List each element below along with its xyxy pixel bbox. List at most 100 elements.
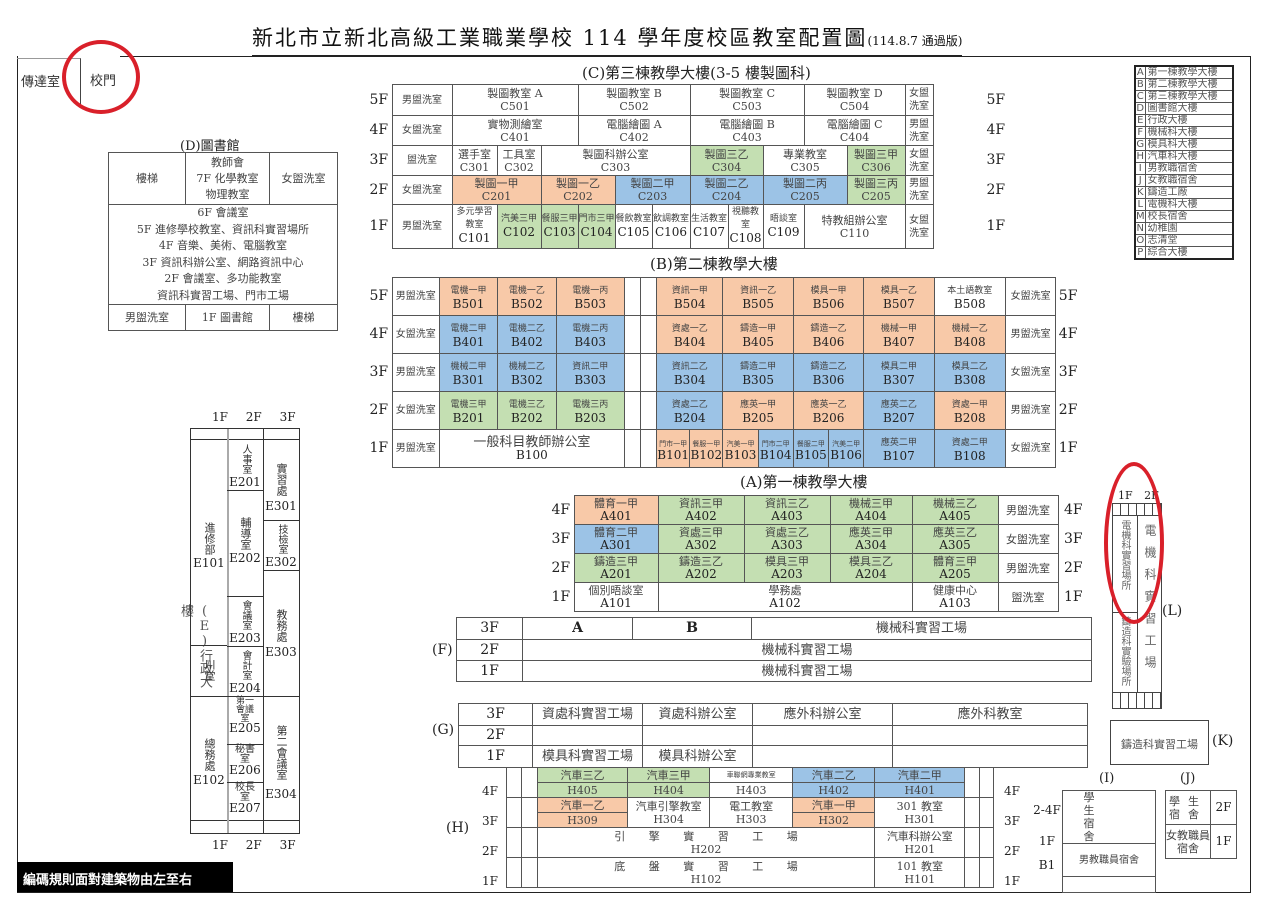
cell [505, 827, 523, 858]
cell: 車聯網專業教室 [709, 767, 794, 783]
legend-value: 汽車科大樓 [1144, 150, 1234, 163]
legend-key: H [1134, 150, 1146, 163]
cell: 應外科辦公室 [752, 703, 893, 726]
cell: 男盥洗室 [391, 353, 440, 392]
building-j-label: (J) [1180, 771, 1196, 786]
legend-value: 第二棟教學大樓 [1144, 78, 1234, 91]
cell: 男盥洗室 [904, 115, 934, 146]
cell [892, 745, 1088, 768]
cell [639, 315, 658, 354]
legend-key: I [1134, 162, 1146, 175]
cell: 女盥洗室 [391, 391, 440, 430]
cell: 5F [986, 91, 1006, 108]
cell [623, 277, 641, 316]
legend-value: 機械科大樓 [1144, 126, 1234, 139]
legend-key: E [1134, 114, 1146, 127]
cell [639, 277, 658, 316]
cell: 3F [369, 364, 389, 380]
cell [1062, 876, 1156, 893]
legend-value: 鑄造工廠 [1144, 186, 1234, 199]
cell: 男教職員宿舍 [1062, 843, 1156, 877]
cell [505, 857, 523, 888]
cell: 2F [369, 181, 389, 198]
building-f-label: (F) [432, 642, 453, 658]
legend-key: P [1134, 246, 1146, 260]
legend-key: N [1134, 222, 1146, 235]
cell [642, 725, 753, 746]
legend-key: L [1134, 198, 1146, 211]
cell: 男盥洗室 [997, 495, 1059, 525]
cell: 女盥洗室 [904, 204, 934, 249]
cell: 2F [551, 559, 571, 576]
cell: 4F [369, 122, 389, 138]
cell: 資處科辦公室 [642, 703, 753, 726]
legend-value: 男教職宿舍 [1144, 162, 1234, 175]
cell: 1F [1063, 588, 1083, 605]
cell: 教師會 7F 化學教室 物理教室 [185, 152, 270, 205]
cell: 4F [1063, 501, 1083, 518]
legend-value: 志清堂 [1144, 234, 1234, 247]
cell: H402 [792, 782, 876, 798]
cell: 5F [369, 288, 389, 304]
building-a-title: (A)第一棟教學大樓 [740, 473, 868, 491]
cell: B [632, 617, 752, 640]
building-l-highlight-circle [1104, 462, 1164, 624]
cell: 汽車二甲 [874, 767, 966, 783]
legend-value: 電機科大樓 [1144, 198, 1234, 211]
cell: 汽車三乙 [536, 767, 629, 783]
cell [639, 353, 658, 392]
cell: H302 [792, 812, 876, 828]
cell: 樓梯 [108, 152, 186, 205]
legend-value: 第一棟教學大樓 [1144, 65, 1234, 79]
building-c-title: (C)第三棟教學大樓(3-5 樓製圖科) [582, 64, 811, 82]
cell [505, 767, 523, 798]
cell: 4F [986, 122, 1006, 138]
legend-key: G [1134, 138, 1146, 151]
